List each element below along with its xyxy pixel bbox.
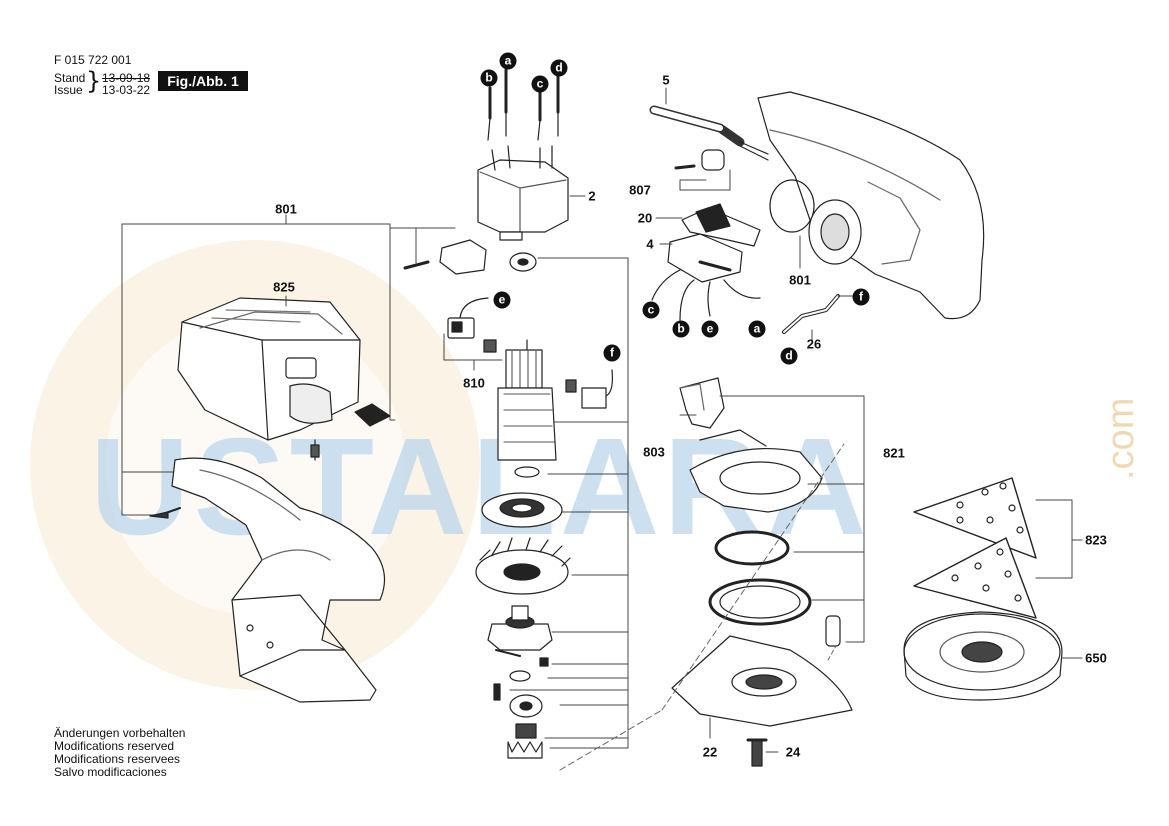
switch-module-4 <box>651 233 761 321</box>
motor-housing-2 <box>477 68 586 241</box>
switch-20 <box>681 203 761 247</box>
wire-marker: b <box>480 69 498 87</box>
part-number-label: 5 <box>662 72 670 88</box>
wire-marker: b <box>672 320 690 338</box>
part-number-label: 803 <box>643 444 665 460</box>
screw-24 <box>746 738 768 767</box>
part-number-label: 823 <box>1085 532 1107 548</box>
fan <box>475 537 571 595</box>
dust-guide <box>679 377 725 429</box>
callout-823 <box>1035 499 1083 579</box>
part-number-label: 2 <box>588 188 596 204</box>
wire-marker: c <box>531 75 549 93</box>
part-number-label: 807 <box>629 182 651 198</box>
figure-label: Fig./Abb. 1 <box>158 71 248 91</box>
backing-pad-650 <box>903 611 1083 701</box>
stand-label: Stand <box>54 71 86 85</box>
callout-803 <box>509 257 629 749</box>
armature-803 <box>497 339 557 478</box>
wire-marker: e <box>493 291 511 309</box>
seal-ring <box>714 530 790 566</box>
part-number-label: 821 <box>883 445 905 461</box>
part-number-label: 825 <box>273 279 295 295</box>
part-number-label: 24 <box>785 744 801 760</box>
sanding-sheet-bottom <box>913 537 1037 619</box>
part-number-label: 810 <box>463 375 485 391</box>
part-number-label: 650 <box>1085 650 1107 666</box>
note-line: Änderungen vorbehalten <box>54 726 186 740</box>
battery-pack-825 <box>177 297 391 461</box>
wire-marker: d <box>780 347 798 365</box>
fan-plate <box>481 492 563 528</box>
pin <box>825 615 841 647</box>
sanding-sheet-top <box>913 477 1037 559</box>
wire-marker: c <box>642 301 660 319</box>
callout-801-left <box>121 214 456 516</box>
wire-26 <box>782 294 853 334</box>
clamp-ring <box>708 578 812 626</box>
cable-5 <box>649 105 769 191</box>
eccentric <box>487 605 553 657</box>
wire-marker: e <box>701 320 719 338</box>
part-number-label: 26 <box>806 336 822 352</box>
part-number-label: 4 <box>646 236 654 252</box>
note-line: Salvo modificaciones <box>54 765 167 779</box>
bearing-plate <box>689 429 823 513</box>
part-number-label: 801 <box>275 201 297 217</box>
clip-part <box>403 239 487 275</box>
part-number-label: 801 <box>789 272 811 288</box>
part-number-label: 20 <box>637 210 653 226</box>
sanding-plate-22 <box>671 635 853 727</box>
part-number-label: 22 <box>702 744 718 760</box>
connector-810 <box>443 297 503 361</box>
wire-marker: d <box>550 59 568 77</box>
brace-glyph: } <box>86 67 102 95</box>
note-line: Modifications reservees <box>54 752 181 766</box>
issue-label: Issue <box>54 83 83 97</box>
note-line: Modifications reserved <box>54 739 175 753</box>
gear-bottom <box>507 723 543 759</box>
modification-notes: Änderungen vorbehalten Modifications res… <box>54 727 185 779</box>
wire-marker: a <box>499 52 517 70</box>
rear-housing <box>757 91 985 320</box>
callout-821 <box>679 395 865 753</box>
issue-date: 13-03-22 <box>102 83 151 97</box>
stand-date: 13-09-18 <box>102 71 151 85</box>
wire-marker: f <box>603 344 621 362</box>
wire-marker: a <box>748 320 766 338</box>
wire-marker: f <box>852 288 870 306</box>
housing-half <box>149 457 386 703</box>
document-number: F 015 722 001 <box>54 53 132 67</box>
